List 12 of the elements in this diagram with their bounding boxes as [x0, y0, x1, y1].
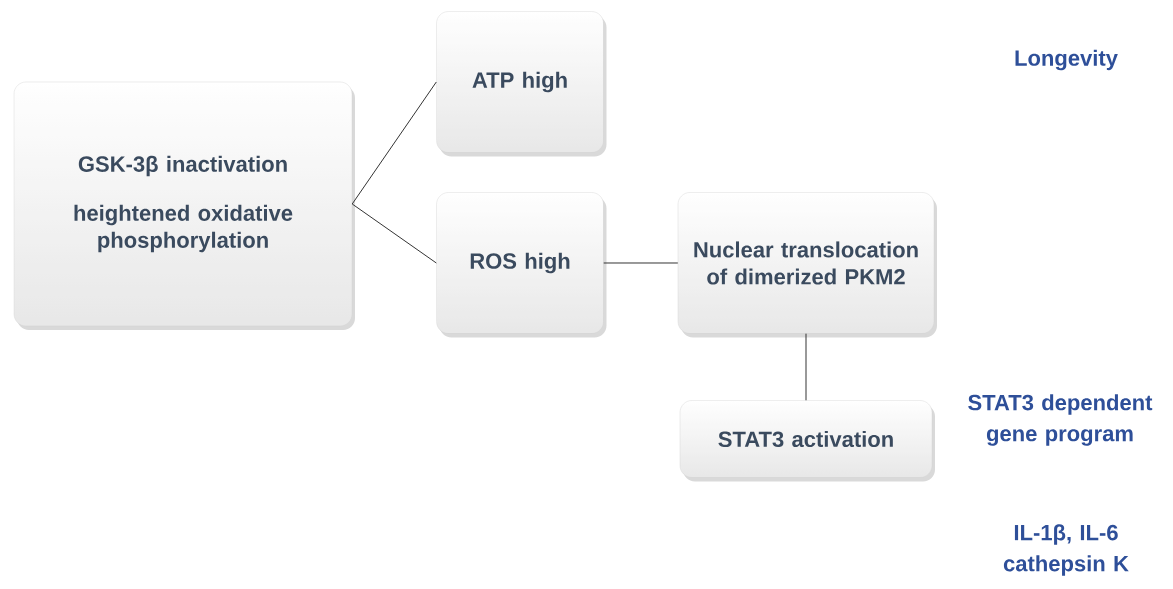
process-box: STAT3 activation [679, 400, 933, 478]
connector-line [351, 203, 437, 264]
process-box: Nuclear translocation of dimerized PKM2 [677, 192, 935, 334]
connector-line [603, 262, 679, 264]
process-box: GSK-3β inactivation heightened oxidative phosphorylation [13, 81, 353, 327]
process-box: ROS high [436, 192, 604, 334]
annotation-text: IL-1β, IL-6 cathepsin K [1003, 524, 1129, 576]
annotation-text: Longevity [1015, 49, 1118, 71]
annotation-text: STAT3 dependent gene program [968, 394, 1153, 446]
process-box: ATP high [436, 11, 604, 153]
connector-line [351, 81, 437, 205]
connector-line [805, 333, 807, 401]
